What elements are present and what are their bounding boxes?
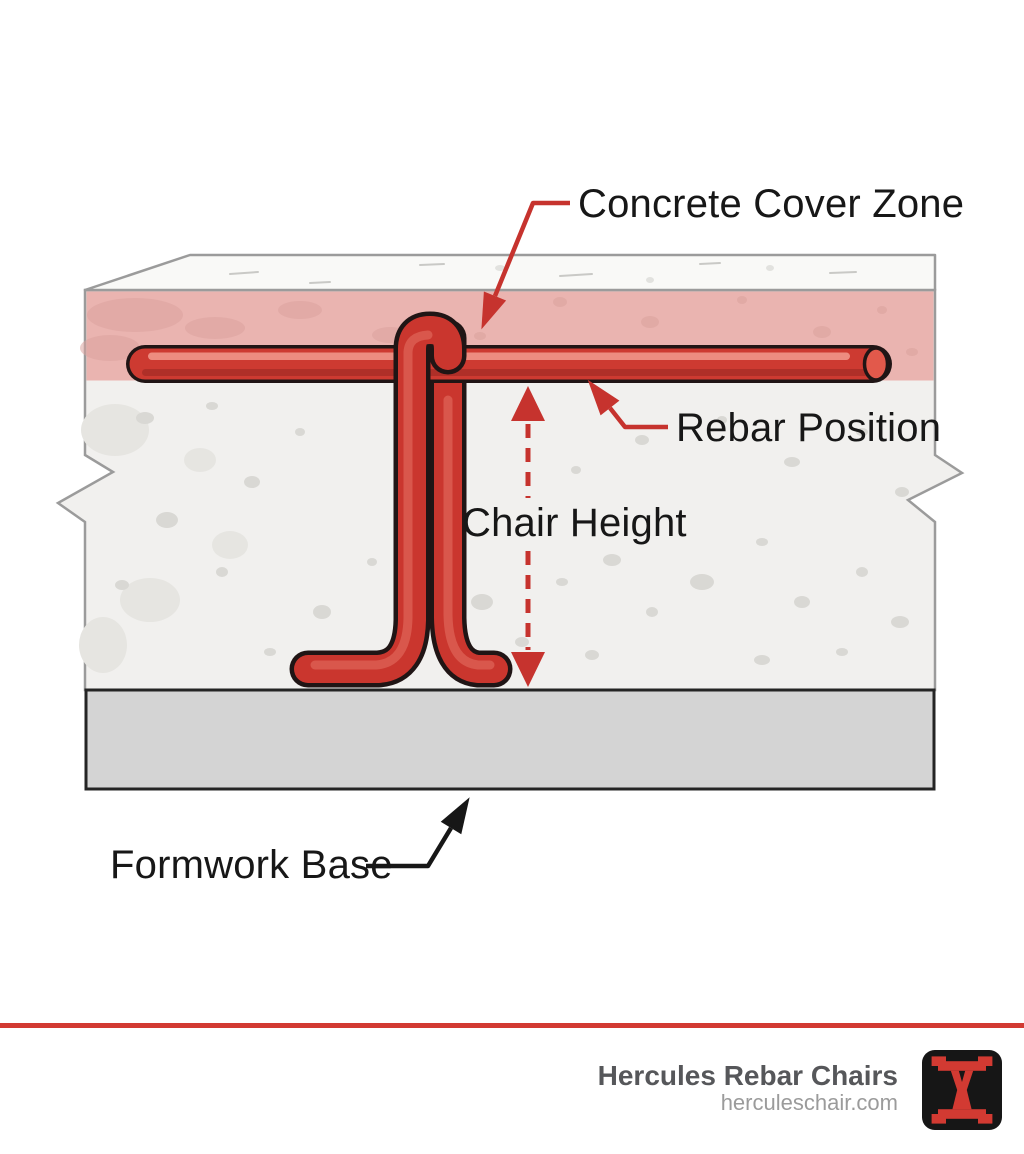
concrete-slab	[55, 253, 965, 692]
logo-h-mark	[931, 1056, 993, 1124]
formwork-leader-arrow	[366, 797, 470, 869]
slab-top-surface	[83, 253, 937, 292]
brand-name: Hercules Rebar Chairs	[597, 1060, 898, 1091]
rebar-position-leader-arrow	[587, 379, 668, 430]
rebar-chair-front-member	[289, 311, 467, 688]
cover-zone-leader-arrow	[481, 200, 570, 330]
brand-website: herculeschair.com	[720, 1090, 898, 1115]
chair-height-dimension-arrow	[511, 386, 545, 687]
rebar-end-cap	[862, 346, 890, 382]
rebar-bar	[126, 345, 892, 383]
footer-separator-line	[0, 1023, 1024, 1028]
chair-height-label: Chair Height	[462, 501, 687, 545]
hercules-logo-icon	[922, 1050, 1002, 1130]
formwork-base-label: Formwork Base	[110, 843, 393, 887]
aggregate-speckles	[79, 402, 909, 673]
formwork-base-layer	[84, 688, 936, 791]
top-surface-texture	[229, 262, 857, 284]
rebar-position-label: Rebar Position	[676, 406, 942, 450]
cover-zone-label: Concrete Cover Zone	[578, 182, 965, 226]
rebar-chair-rear-member	[429, 319, 513, 688]
